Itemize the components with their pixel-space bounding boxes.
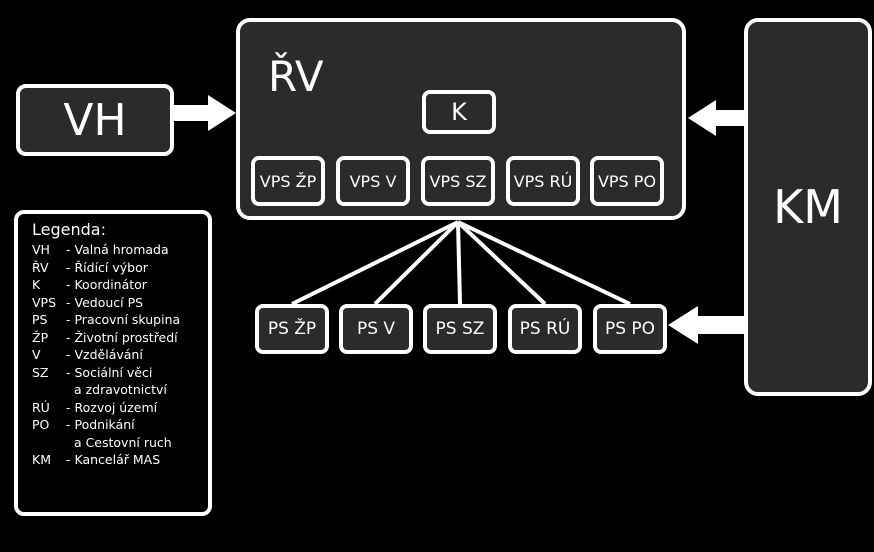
legend-item: SZ - Sociální věci: [32, 364, 208, 382]
node-k: K: [422, 90, 496, 134]
legend-desc: - Kancelář MAS: [66, 452, 161, 467]
legend-item: PO - Podnikání: [32, 416, 208, 434]
node-vps-sz: VPS SZ: [421, 156, 495, 206]
node-vps-zp: VPS ŽP: [251, 156, 325, 206]
arrow-km-to-ps-po: [668, 306, 744, 344]
node-vps-v: VPS V: [336, 156, 410, 206]
legend-item: a zdravotnictví: [32, 381, 208, 399]
legend-item: V - Vzdělávání: [32, 346, 208, 364]
legend-abbr: VPS: [32, 294, 57, 310]
legend-abbr: V: [32, 347, 41, 362]
legend-abbr: PS: [32, 312, 48, 327]
legend-desc: - Životní prostředí: [66, 329, 178, 345]
legend-abbr: SZ: [32, 364, 49, 380]
legend-item: VPS - Vedoucí PS: [32, 294, 208, 312]
legend-item: ŘV - Řídící výbor: [32, 259, 208, 277]
legend-abbr: ŽP: [32, 329, 49, 345]
legend-abbr: ŘV: [32, 259, 49, 275]
legend-item: PS - Pracovní skupina: [32, 311, 208, 329]
legend-abbr: [32, 434, 66, 452]
legend-abbr: [32, 381, 66, 399]
legend-item: ŽP - Životní prostředí: [32, 329, 208, 347]
legend-item: K - Koordinátor: [32, 276, 208, 294]
legend-item: KM - Kancelář MAS: [32, 451, 208, 469]
legend-desc: - Rozvoj území: [66, 399, 158, 415]
legend-item: RÚ - Rozvoj území: [32, 399, 208, 417]
legend-desc: - Vzdělávání: [66, 347, 143, 362]
arrow-vh-to-rv: [174, 95, 236, 131]
legend-desc: - Valná hromada: [66, 242, 169, 257]
legend-title: Legenda:: [32, 220, 106, 239]
legend-desc: - Koordinátor: [66, 277, 147, 292]
legend-abbr: K: [32, 277, 41, 292]
legend-item: VH - Valná hromada: [32, 241, 208, 259]
legend-desc: a Cestovní ruch: [66, 434, 172, 450]
legend-desc: - Pracovní skupina: [66, 312, 181, 327]
node-rv-label: ŘV: [268, 52, 324, 101]
node-km: KM: [744, 18, 872, 396]
fan-lines-rv-to-ps: [291, 220, 631, 306]
legend-item: a Cestovní ruch: [32, 434, 208, 452]
legend-abbr: RÚ: [32, 399, 50, 415]
node-ps-v: PS V: [339, 304, 413, 354]
legend-desc: - Podnikání: [66, 417, 135, 432]
node-vps-po: VPS PO: [590, 156, 664, 206]
legend-desc: a zdravotnictví: [66, 382, 167, 397]
legend-abbr: KM: [32, 452, 51, 467]
node-vh: VH: [16, 84, 174, 156]
legend-abbr: PO: [32, 417, 50, 432]
node-vps-ru: VPS RÚ: [506, 156, 580, 206]
legend-desc: - Vedoucí PS: [66, 294, 144, 310]
node-ps-ru: PS RÚ: [508, 304, 582, 354]
node-ps-sz: PS SZ: [423, 304, 497, 354]
legend-desc: - Řídící výbor: [66, 259, 148, 275]
legend-desc: - Sociální věci: [66, 364, 153, 380]
node-ps-zp: PS ŽP: [255, 304, 329, 354]
legend-abbr: VH: [32, 242, 50, 257]
node-ps-po: PS PO: [593, 304, 667, 354]
arrow-km-to-rv: [688, 100, 744, 136]
